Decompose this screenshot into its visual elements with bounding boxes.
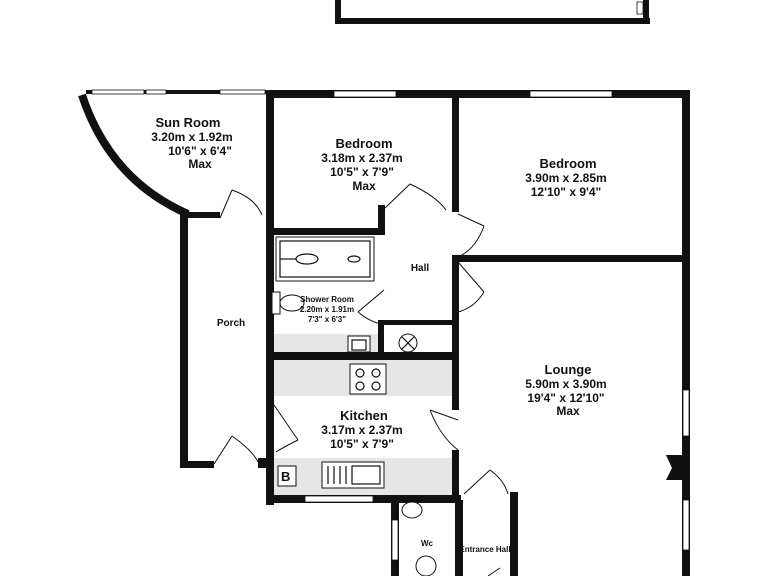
label-lounge: Lounge 5.90m x 3.90m 19'4" x 12'10" Max: [525, 362, 606, 418]
label-bedroom-2: Bedroom 3.90m x 2.85m 12'10" x 9'4": [525, 156, 606, 199]
shower-room-imperial: 7'3" x 6'3": [308, 315, 346, 324]
cylinder-cupboard: [398, 333, 418, 353]
bedroom-1-metric: 3.18m x 2.37m: [321, 151, 402, 165]
sun-room-name: Sun Room: [156, 115, 221, 130]
label-kitchen: Kitchen 3.17m x 2.37m 10'5" x 7'9": [321, 408, 402, 451]
windows: [91, 89, 690, 561]
bedroom-2-imperial: 12'10" x 9'4": [531, 185, 601, 199]
sun-room-note: Max: [188, 157, 212, 171]
basin: [347, 335, 371, 353]
kitchen-name: Kitchen: [340, 408, 388, 423]
porch-name: Porch: [217, 318, 245, 329]
entrance-hall-name: Entrance Hall: [459, 545, 510, 554]
kitchen-sink: [321, 461, 385, 489]
lounge-metric: 5.90m x 3.90m: [525, 377, 606, 391]
wc-name: Wc: [421, 539, 434, 548]
shower-tray: [275, 236, 375, 282]
fireplace: [666, 455, 682, 480]
sun-room-imperial: 10'6" x 6'4": [168, 144, 232, 158]
label-bedroom-1: Bedroom 3.18m x 2.37m 10'5" x 7'9" Max: [321, 136, 402, 193]
doors: [213, 183, 509, 576]
label-shower-room: Shower Room 2.20m x 1.91m 7'3" x 6'3": [300, 295, 354, 324]
bedroom-2-metric: 3.90m x 2.85m: [525, 171, 606, 185]
hall-name: Hall: [411, 263, 430, 274]
lounge-imperial: 19'4" x 12'10": [527, 391, 604, 405]
shower-room-name: Shower Room: [300, 295, 354, 304]
interior-walls: [268, 90, 685, 500]
bedroom-1-imperial: 10'5" x 7'9": [330, 165, 394, 179]
lounge-note: Max: [556, 404, 580, 418]
kitchen-imperial: 10'5" x 7'9": [330, 437, 394, 451]
wc-fixtures: [401, 501, 437, 576]
bedroom-1-name: Bedroom: [335, 136, 392, 151]
boiler: B: [277, 465, 297, 487]
top-structure: [335, 0, 650, 24]
shower-room-metric: 2.20m x 1.91m: [300, 305, 354, 314]
hob: [349, 363, 387, 395]
sun-room-curved-wall: [78, 93, 190, 218]
bedroom-1-note: Max: [352, 179, 376, 193]
label-sun-room: Sun Room 3.20m x 1.92m 10'6" x 6'4" Max: [151, 115, 232, 171]
sun-room-metric: 3.20m x 1.92m: [151, 130, 232, 144]
bedroom-2-name: Bedroom: [539, 156, 596, 171]
toilet: [271, 291, 305, 315]
lounge-name: Lounge: [545, 362, 592, 377]
kitchen-metric: 3.17m x 2.37m: [321, 423, 402, 437]
kitchen-counters: [274, 334, 452, 495]
boiler-label: B: [281, 469, 290, 484]
